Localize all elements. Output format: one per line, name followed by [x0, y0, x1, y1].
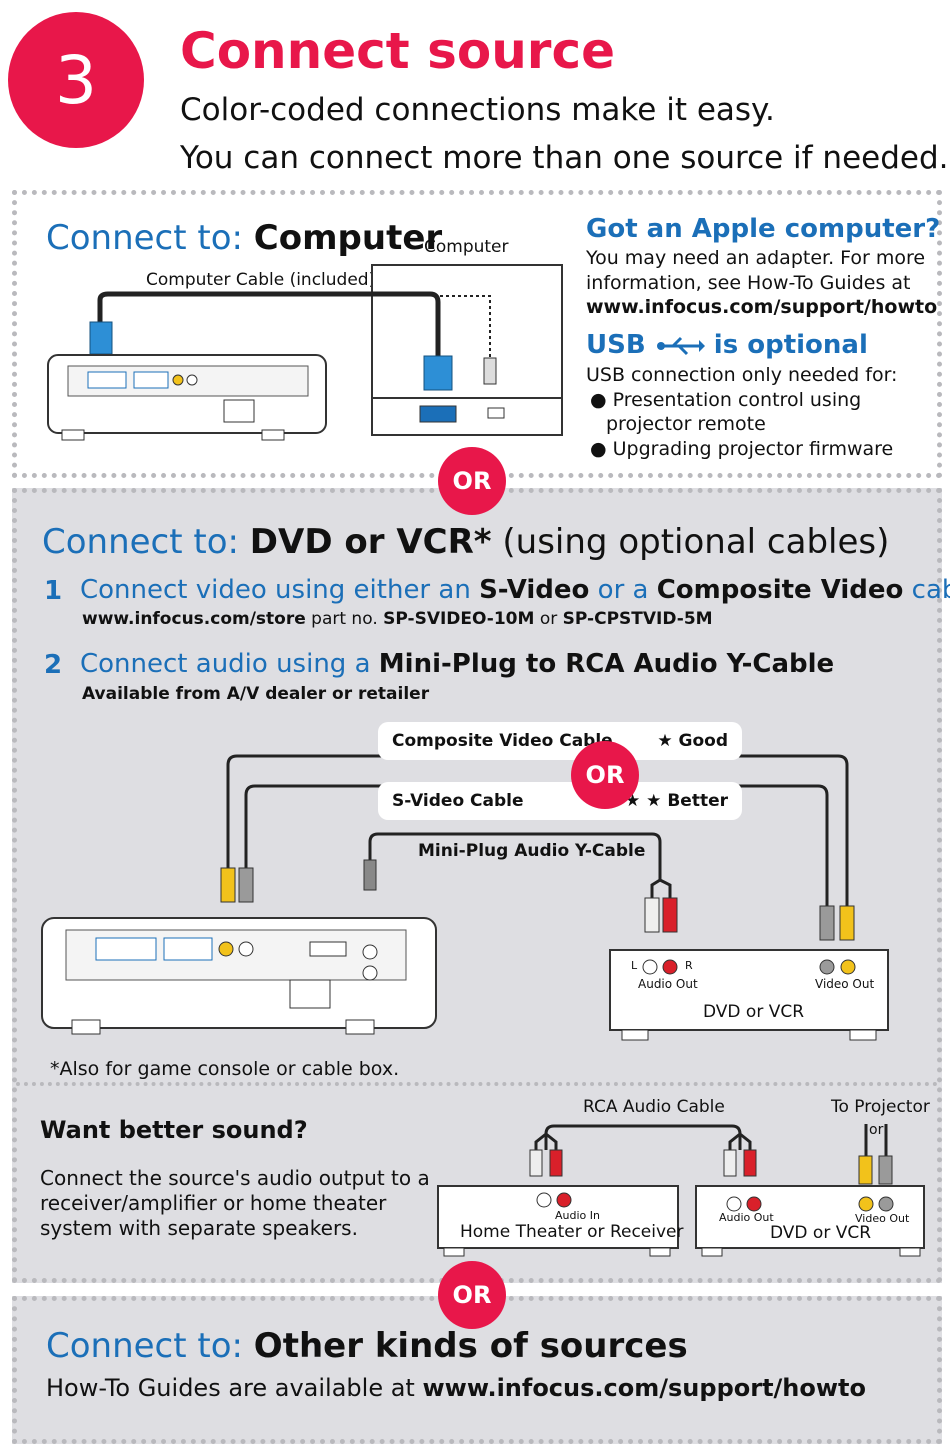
miniplug-cable-label: Mini-Plug Audio Y-Cable [418, 841, 646, 861]
step-1-number: 1 [44, 576, 63, 606]
usb-port-icon [487, 407, 505, 419]
computer-cable [97, 291, 441, 360]
vga-plug-right [423, 355, 453, 391]
rca-cable-label: RCA Audio Cable [583, 1097, 725, 1117]
computer-box-label: Computer [424, 237, 509, 257]
usb-bullet-2: ● Upgrading projector firmware [590, 438, 894, 460]
or-badge-2: OR [438, 1261, 506, 1329]
step-2-number: 2 [44, 650, 63, 680]
sound-dvd-box [695, 1185, 925, 1249]
apple-text-2: information, see How-To Guides at [586, 272, 911, 294]
apple-heading: Got an Apple computer? [586, 214, 941, 244]
sound-divider [16, 1082, 938, 1086]
subtitle-line-2: You can connect more than one source if … [180, 140, 949, 176]
to-projector-composite-plug [858, 1155, 873, 1185]
sound-text-1: Connect the source's audio output to a [40, 1166, 430, 1190]
other-text: How-To Guides are available at www.infoc… [46, 1374, 867, 1402]
step-1-text: Connect video using either an S-Video or… [80, 575, 950, 605]
sound-text-2: receiver/amplifier or home theater [40, 1191, 387, 1215]
to-projector-or: or [869, 1122, 884, 1138]
usb-intro: USB connection only needed for: [586, 364, 898, 386]
usb-bullet-1-cont: projector remote [606, 413, 766, 435]
sound-video-out-label: Video Out [855, 1212, 910, 1225]
apple-text-1: You may need an adapter. For more [586, 247, 926, 269]
rca-red-plug [662, 897, 678, 933]
dvd-connection-diagram [41, 754, 889, 1041]
apple-url-link[interactable]: www.infocus.com/support/howto [586, 296, 938, 318]
step-2-text: Connect audio using a Mini-Plug to RCA A… [80, 649, 835, 679]
composite-plug-right [839, 905, 855, 941]
vga-port-icon [419, 405, 457, 423]
sound-dvd-label: DVD or VCR [770, 1223, 872, 1243]
dvd-device-label: DVD or VCR [703, 1002, 805, 1022]
usb-plug [483, 357, 497, 385]
dvd-R-label: R [685, 959, 693, 972]
subtitle-line-1: Color-coded connections make it easy. [180, 92, 775, 128]
svideo-plug-right [819, 905, 835, 941]
sound-audio-out-label: Audio Out [719, 1211, 774, 1224]
usb-heading: USB is optional [586, 330, 868, 360]
page-title: Connect source [180, 22, 616, 80]
step-number-badge: 3 [8, 12, 144, 148]
audio-in-label: Audio In [555, 1209, 600, 1222]
computer-connection-diagram [47, 264, 563, 441]
svideo-plug-left [238, 867, 254, 903]
dvd-video-out-label: Video Out [815, 977, 875, 991]
dvd-audio-out-label: Audio Out [638, 977, 698, 991]
miniplug-plug [363, 859, 377, 891]
sound-heading: Want better sound? [40, 1116, 308, 1144]
vga-plug-left [89, 321, 113, 355]
home-theater-label: Home Theater or Receiver [460, 1222, 684, 1242]
miniplug-cable [368, 832, 672, 900]
computer-heading: Connect to: Computer [46, 218, 443, 258]
computer-box [371, 264, 563, 436]
or-badge-cables: OR [571, 741, 639, 809]
dvd-L-label: L [631, 959, 638, 972]
or-badge-1: OR [438, 447, 506, 515]
rca-audio-cable [534, 1124, 752, 1152]
composite-cable-label: Composite Video Cable★ Good [378, 722, 742, 760]
to-projector-label: To Projector [831, 1097, 930, 1117]
dvd-footnote: *Also for game console or cable box. [50, 1058, 400, 1080]
computer-cable-label: Computer Cable (included) [146, 270, 376, 290]
dvd-heading: Connect to: DVD or VCR* (using optional … [42, 522, 890, 562]
rca-white-plug [644, 897, 660, 933]
to-projector-svideo-plug [878, 1155, 893, 1185]
sound-connection-diagram [437, 1124, 925, 1257]
step-2-subtext: Available from A/V dealer or retailer [82, 684, 430, 704]
step-1-part-numbers: www.infocus.com/store part no. SP-SVIDEO… [82, 609, 713, 629]
other-heading: Connect to: Other kinds of sources [46, 1326, 688, 1366]
svideo-cable-label: S-Video Cable★ ★ Better [378, 782, 742, 820]
other-url-link[interactable]: www.infocus.com/support/howto [422, 1374, 867, 1402]
sound-text-3: system with separate speakers. [40, 1216, 358, 1240]
usb-bullet-1: ● Presentation control using [590, 389, 862, 411]
usb-icon [656, 336, 705, 355]
usb-cable-dotted [440, 295, 491, 360]
composite-plug-left [220, 867, 236, 903]
